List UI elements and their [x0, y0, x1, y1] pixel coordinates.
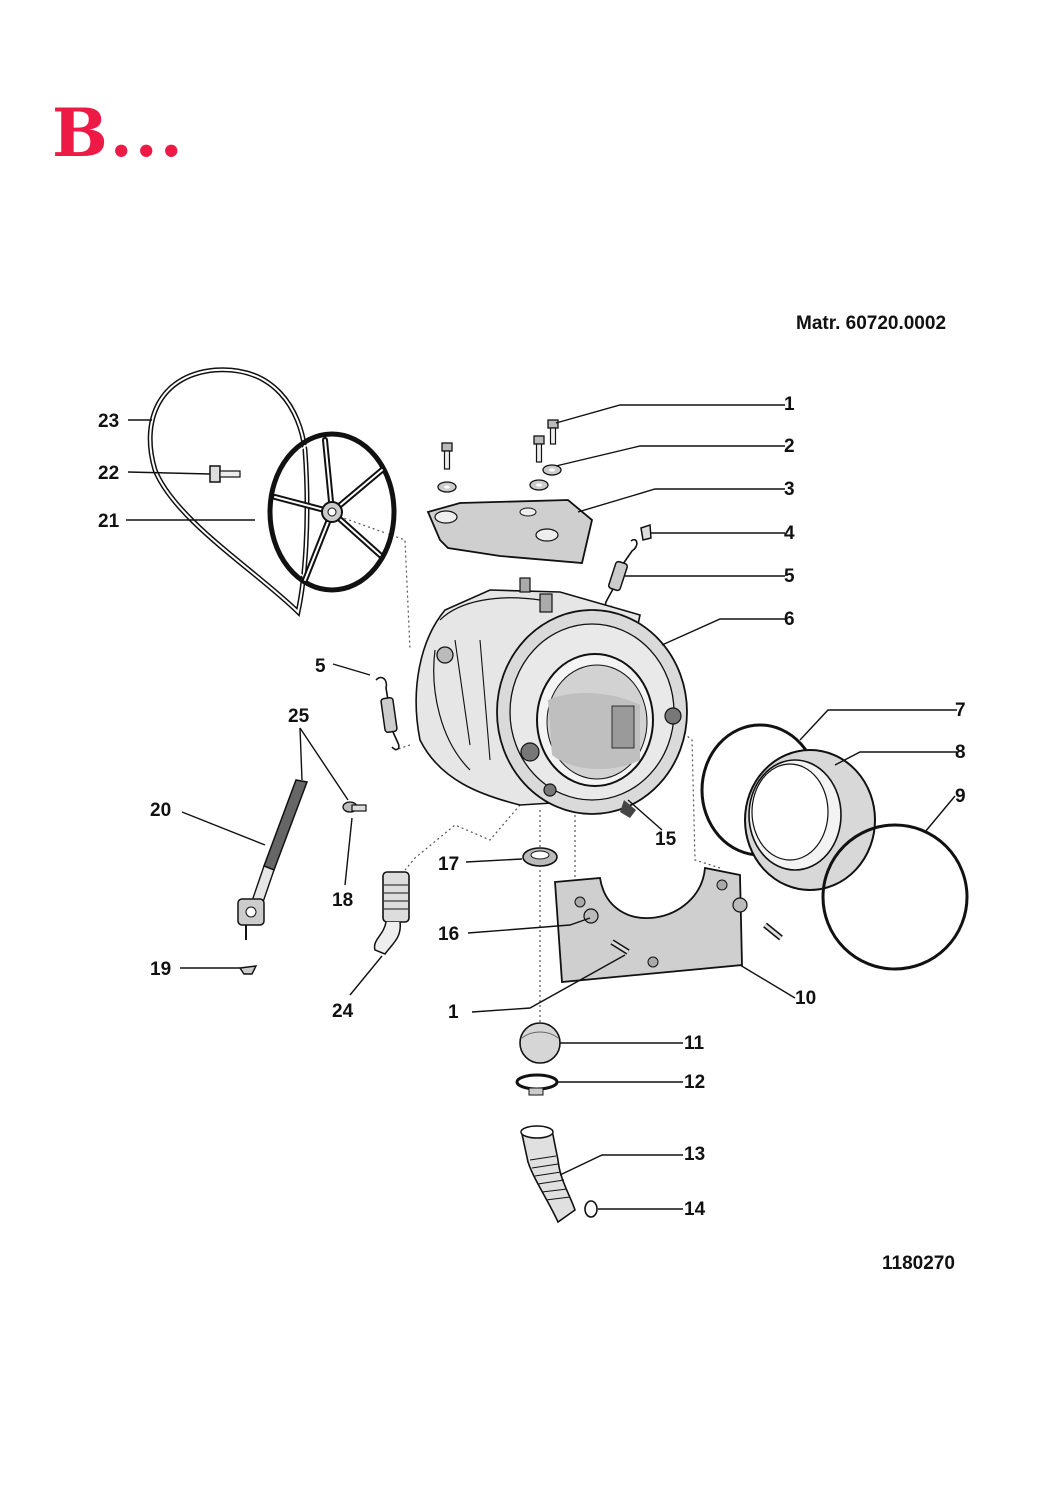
callout-23: 23 — [98, 411, 119, 432]
tub-spring-left — [375, 676, 400, 751]
callout-labels: 1 2 3 4 5 6 7 8 9 10 11 12 13 14 15 16 1… — [98, 394, 966, 1220]
washing-tub — [415, 577, 688, 818]
callout-12: 12 — [684, 1072, 705, 1093]
clip — [640, 523, 652, 541]
callout-14: 14 — [684, 1199, 706, 1220]
leader-lines — [126, 404, 957, 1210]
drain-bellows — [373, 871, 410, 955]
top-counterweight-bracket — [426, 499, 594, 564]
drum-pulley — [267, 431, 397, 593]
callout-10: 10 — [795, 988, 816, 1009]
callout-1-top: 1 — [784, 394, 795, 415]
clamp-ring — [821, 823, 969, 971]
callout-15: 15 — [655, 829, 677, 850]
callout-3: 3 — [784, 479, 795, 500]
callout-6: 6 — [784, 609, 795, 630]
drive-belt — [147, 367, 310, 617]
door-gasket — [744, 749, 876, 891]
callout-1-bottom: 1 — [448, 1002, 459, 1023]
callout-19: 19 — [150, 959, 171, 980]
bearing-seal — [522, 847, 558, 867]
shock-pin — [342, 801, 367, 813]
callout-5-right: 5 — [784, 566, 795, 587]
document-number: 1180270 — [882, 1253, 955, 1274]
material-reference: Matr. 60720.0002 — [796, 313, 947, 334]
callout-22: 22 — [98, 463, 119, 484]
callout-21: 21 — [98, 511, 120, 532]
callout-24: 24 — [332, 1001, 354, 1022]
callout-18: 18 — [332, 890, 353, 911]
shock-absorber — [237, 779, 309, 940]
callout-4: 4 — [784, 523, 795, 544]
o-ring — [584, 1200, 598, 1218]
shock-clip — [238, 965, 258, 975]
sump-ball — [519, 1022, 561, 1064]
callout-9: 9 — [955, 786, 966, 807]
callout-20: 20 — [150, 800, 171, 821]
callout-7: 7 — [955, 700, 966, 721]
callout-11: 11 — [684, 1033, 705, 1054]
hose-clamp — [515, 1073, 559, 1096]
callout-16: 16 — [438, 924, 459, 945]
callout-2: 2 — [784, 436, 795, 457]
bracket-bolts — [437, 419, 562, 493]
callout-17: 17 — [438, 854, 459, 875]
callout-8: 8 — [955, 742, 966, 763]
lower-counterweight — [554, 866, 783, 983]
sump-hose — [520, 1125, 576, 1224]
assembly-guide-lines — [334, 514, 721, 1030]
tub-spring-right — [604, 538, 638, 609]
callout-5-left: 5 — [315, 656, 326, 677]
page-heading: B... — [52, 94, 185, 172]
callout-25: 25 — [288, 706, 310, 727]
callout-13: 13 — [684, 1144, 705, 1165]
pulley-bolt — [209, 465, 241, 483]
